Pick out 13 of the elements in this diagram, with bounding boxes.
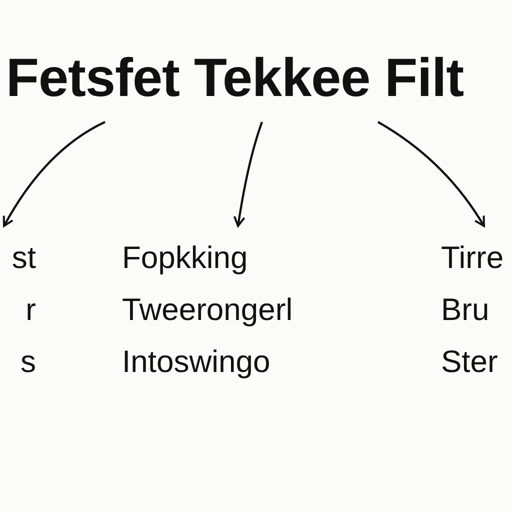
item-label: st (12, 239, 36, 277)
item-label: Tirre (441, 239, 504, 277)
curved-arrow (377, 121, 485, 227)
item-label: Bru (441, 291, 490, 329)
item-label: r (24, 291, 36, 329)
item-label: Fopkking (122, 239, 249, 277)
curved-arrow (3, 121, 106, 227)
item-label: s (20, 343, 36, 381)
title-text: Fetsfet Tekkee Filt (6, 47, 464, 110)
item-label: Tweerongerl (122, 291, 293, 329)
curved-arrow (233, 122, 264, 227)
item-label: Ster (441, 343, 499, 381)
item-label: Intoswingo (122, 343, 272, 381)
